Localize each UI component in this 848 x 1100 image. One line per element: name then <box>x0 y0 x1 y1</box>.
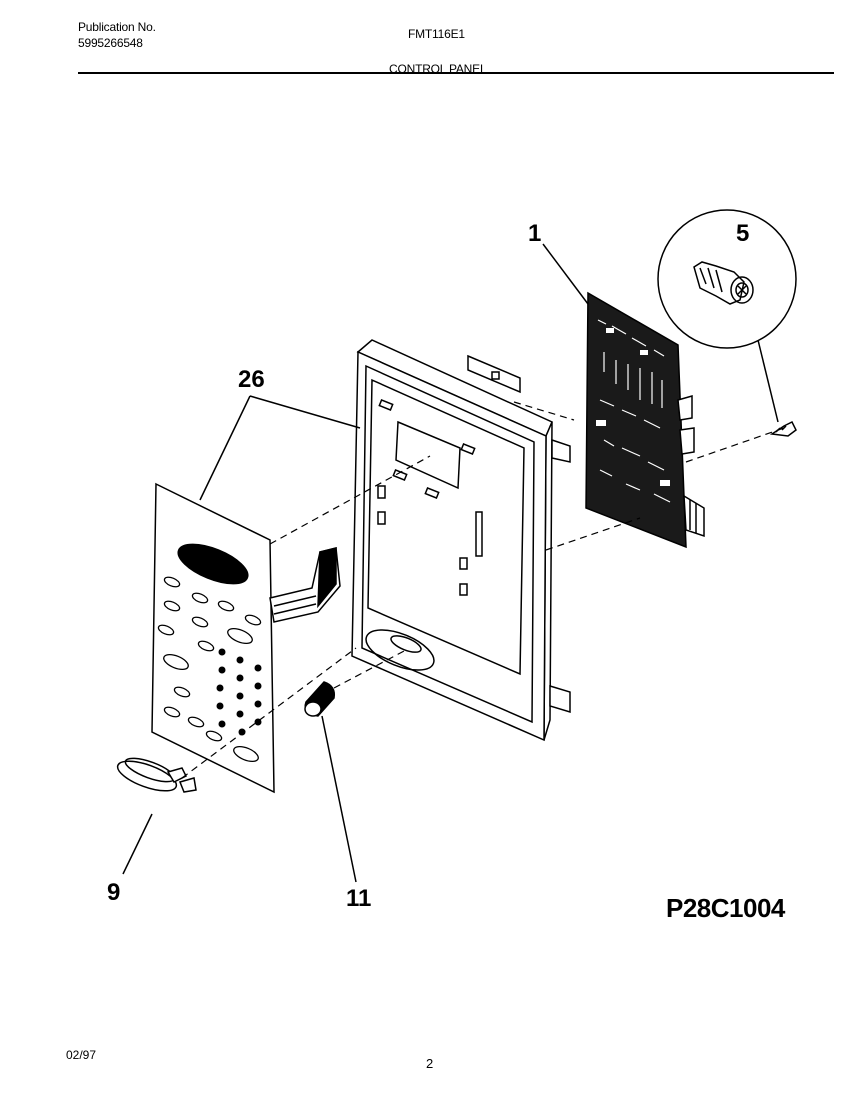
circuit-board <box>585 291 705 549</box>
callout-part-1: 1 <box>528 220 542 247</box>
figure-id: P28C1004 <box>666 893 785 923</box>
callout-part-11: 11 <box>346 885 372 912</box>
screw <box>769 420 797 437</box>
membrane-keypad <box>151 482 341 794</box>
control-panel-housing <box>351 339 571 742</box>
publication-number: 5995266548 <box>78 36 143 50</box>
header-rule <box>78 72 834 74</box>
footer-date: 02/97 <box>66 1048 97 1062</box>
page-number: 2 <box>426 1056 434 1071</box>
model-number: FMT116E1 <box>408 27 465 41</box>
spring <box>304 681 336 717</box>
screw-detail-circle <box>657 209 797 423</box>
callout-part-5: 5 <box>736 220 750 247</box>
knob <box>116 757 197 793</box>
callout-part-9: 9 <box>107 879 121 906</box>
callout-part-26: 26 <box>238 366 265 393</box>
publication-label: Publication No. <box>78 20 156 34</box>
